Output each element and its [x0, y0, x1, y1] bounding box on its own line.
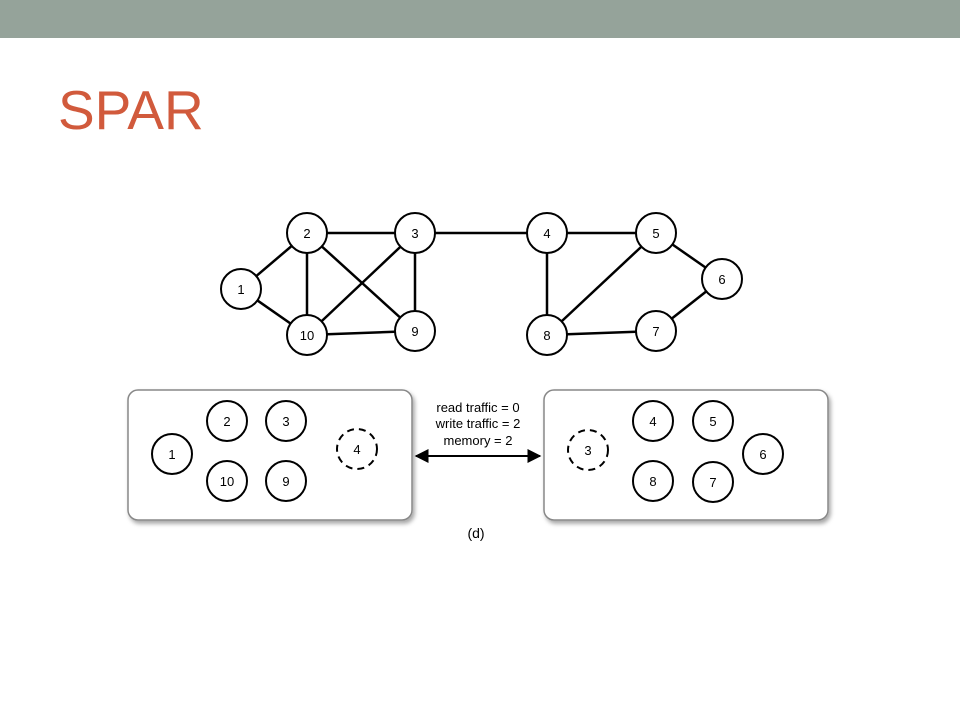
graph-node-label-1: 1 — [237, 282, 244, 297]
partition-node-left-1 — [151, 433, 193, 475]
partition-label-right-7: 7 — [709, 475, 716, 490]
memory-label: memory = 2 — [444, 433, 513, 448]
edge-3-10 — [306, 232, 416, 336]
graph-node-label-5: 5 — [652, 226, 659, 241]
graph-node-label-9: 9 — [411, 324, 418, 339]
partition-label-left-3: 3 — [282, 414, 289, 429]
edge-2-9 — [306, 232, 416, 332]
graph-node-label-3: 3 — [411, 226, 418, 241]
replica-label-right-3: 3 — [584, 443, 591, 458]
partition-label-left-10: 10 — [220, 474, 234, 489]
graph-node-4 — [526, 212, 568, 254]
partition-node-left-9 — [265, 460, 307, 502]
partition-node-right-8 — [632, 460, 674, 502]
graph-node-8 — [526, 314, 568, 356]
graph-node-label-4: 4 — [543, 226, 550, 241]
graph-node-2 — [286, 212, 328, 254]
graph-node-7 — [635, 310, 677, 352]
graph-node-1 — [220, 268, 262, 310]
partition-label-left-9: 9 — [282, 474, 289, 489]
partition-right-box — [543, 389, 829, 521]
graph-node-3 — [394, 212, 436, 254]
partition-node-right-4 — [632, 400, 674, 442]
top-bar — [0, 0, 960, 38]
graph-node-6 — [701, 258, 743, 300]
partition-label-right-6: 6 — [759, 447, 766, 462]
partition-node-left-2 — [206, 400, 248, 442]
replica-node-right-3 — [567, 429, 609, 471]
graph-node-9 — [394, 310, 436, 352]
figure-caption: (d) — [467, 525, 484, 541]
graph-node-10 — [286, 314, 328, 356]
replica-label-left-4: 4 — [353, 442, 360, 457]
graph-nodes: 1 2 3 4 5 6 7 8 9 10 — [220, 212, 743, 356]
partition-node-right-7 — [692, 461, 734, 503]
partition-node-right-5 — [692, 400, 734, 442]
graph-node-label-2: 2 — [303, 226, 310, 241]
partition-node-left-3 — [265, 400, 307, 442]
partition-label-right-8: 8 — [649, 474, 656, 489]
partition-nodes: 1 2 3 10 9 4 4 5 6 8 7 3 — [151, 400, 784, 503]
partition-label-right-4: 4 — [649, 414, 656, 429]
write-traffic-label: write traffic = 2 — [435, 416, 521, 431]
slide-title: SPAR — [58, 79, 204, 141]
graph-node-label-7: 7 — [652, 324, 659, 339]
graph-node-label-8: 8 — [543, 328, 550, 343]
edge-5-8 — [546, 232, 657, 336]
graph-node-label-6: 6 — [718, 272, 725, 287]
graph-node-5 — [635, 212, 677, 254]
partition-label-left-2: 2 — [223, 414, 230, 429]
read-traffic-label: read traffic = 0 — [436, 400, 519, 415]
partition-label-left-1: 1 — [168, 447, 175, 462]
replica-node-left-4 — [336, 428, 378, 470]
graph-node-label-10: 10 — [300, 328, 314, 343]
partition-label-right-5: 5 — [709, 414, 716, 429]
partition-node-right-6 — [742, 433, 784, 475]
partition-left-box — [127, 389, 413, 521]
partition-node-left-10 — [206, 460, 248, 502]
